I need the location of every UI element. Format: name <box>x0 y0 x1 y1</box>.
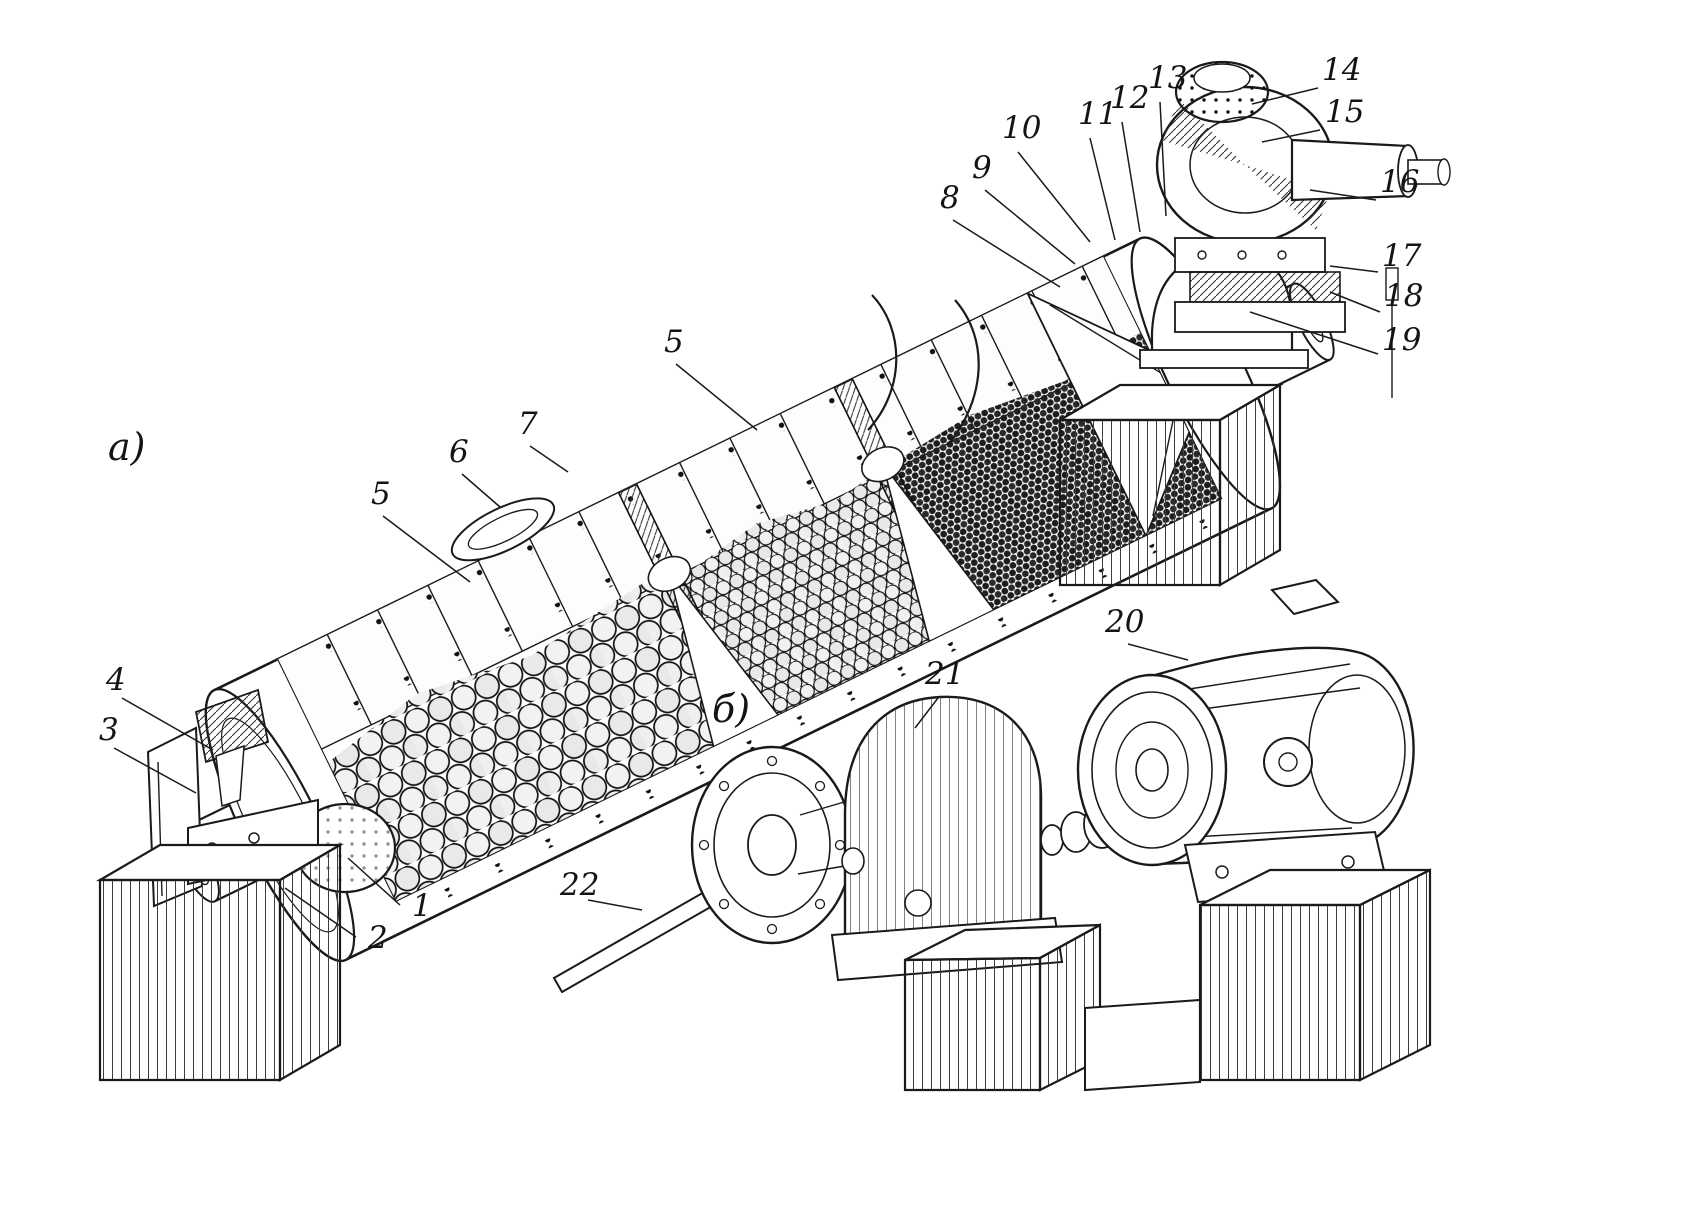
callout-label: 6 <box>449 434 469 470</box>
liner-plates <box>277 256 1148 750</box>
callout-label: 4 <box>105 662 126 698</box>
grinding-balls-chamber-2 <box>673 467 962 732</box>
callout-label: 16 <box>1380 164 1419 200</box>
callout-labels: 1 2 3 4 5 5 6 7 8 9 10 11 12 13 14 15 16… <box>99 52 1423 956</box>
callout-label: 17 <box>1382 238 1422 274</box>
drive-foundation <box>903 868 1432 1092</box>
electric-motor <box>1076 578 1415 904</box>
callout-label: 2 <box>367 920 388 956</box>
callout-label: 20 <box>1104 604 1144 640</box>
support-bracket <box>1174 237 1399 398</box>
callout-label: 18 <box>1384 278 1423 314</box>
manhole-cover <box>450 497 556 562</box>
callout-label: 9 <box>972 150 992 186</box>
discharge-journal <box>1290 138 1451 202</box>
grinding-balls-chamber-1 <box>327 582 747 903</box>
subfigure-label-b: б) <box>712 687 750 731</box>
feed-pedestal <box>95 843 345 1082</box>
callout-label: 21 <box>924 656 964 692</box>
subfigure-label-a: а) <box>108 425 145 469</box>
callout-label: 8 <box>940 180 960 216</box>
callout-label: 19 <box>1382 322 1421 358</box>
partition-diaphragm-2 <box>833 377 996 643</box>
callout-label: 7 <box>518 406 538 442</box>
callout-label: 5 <box>371 476 391 512</box>
callout-label: 13 <box>1148 60 1187 96</box>
shell-cut-edges <box>867 294 980 446</box>
callout-label: 15 <box>1325 94 1364 130</box>
callout-label: 22 <box>559 867 599 903</box>
callout-label: 14 <box>1322 52 1361 88</box>
vent-cap <box>1174 60 1270 124</box>
callout-label: 10 <box>1002 110 1041 146</box>
discharge-housing <box>1155 60 1451 398</box>
callout-label: 1 <box>412 888 432 924</box>
leader-lines <box>113 87 1381 938</box>
callout-label: 12 <box>1110 80 1149 116</box>
callout-label: 3 <box>99 712 119 748</box>
shell-rivet-row <box>408 512 1222 915</box>
discharge-pedestal <box>1055 383 1285 587</box>
ball-mill-drum <box>174 236 1335 963</box>
drive-flange <box>690 745 854 945</box>
callout-label: 11 <box>1078 96 1117 132</box>
callout-label: 5 <box>664 324 684 360</box>
